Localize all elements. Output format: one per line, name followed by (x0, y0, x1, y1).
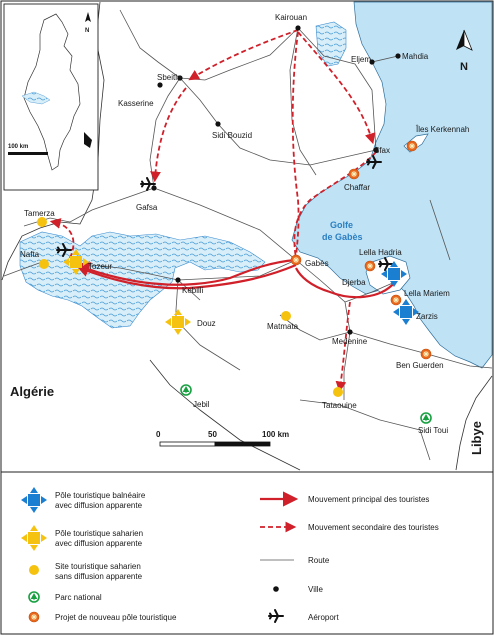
svg-text:Eljem: Eljem (351, 55, 371, 64)
svg-text:Tozeur: Tozeur (88, 262, 112, 271)
svg-text:Site touristique saharien: Site touristique saharien (55, 562, 141, 571)
sea-label-line2: de Gabès (322, 232, 363, 242)
svg-text:Tataouine: Tataouine (322, 401, 357, 410)
legend-secondary-flow: Mouvement secondaire des touristes (260, 521, 439, 533)
legend-saharan-pole: Pôle touristique saharien avec diffusion… (21, 525, 143, 551)
saharan-sites (37, 217, 343, 397)
legend-new-pole: Projet de nouveau pôle touristique (28, 611, 177, 623)
svg-text:Îles Kerkennah: Îles Kerkennah (415, 125, 469, 134)
svg-text:Medenine: Medenine (332, 337, 368, 346)
svg-text:Route: Route (308, 556, 330, 565)
svg-text:Sidi Toui: Sidi Toui (418, 426, 448, 435)
svg-text:Gabès: Gabès (305, 259, 329, 268)
svg-text:100 km: 100 km (262, 430, 289, 439)
svg-text:Sfax: Sfax (374, 146, 390, 155)
svg-text:Pôle touristique saharien: Pôle touristique saharien (55, 529, 143, 538)
inset-tunisia-outline (23, 13, 81, 171)
north-arrow-icon: N (456, 29, 473, 73)
svg-text:avec diffusion apparente: avec diffusion apparente (55, 501, 143, 510)
place-labels: Kairouan Mahdia Eljem Sbeitla Kasserine … (20, 13, 469, 435)
legend-city: Ville (273, 585, 324, 594)
svg-text:Chaffar: Chaffar (344, 183, 370, 192)
svg-text:Zarzis: Zarzis (416, 312, 438, 321)
city-dots (151, 25, 401, 335)
country-libya: Libye (469, 421, 484, 455)
inset-north-arrow-icon: N (85, 12, 91, 34)
svg-text:Mouvement secondaire des touri: Mouvement secondaire des touristes (308, 523, 439, 532)
legend-main-flow: Mouvement principal des touristes (260, 491, 429, 507)
svg-text:avec diffusion apparente: avec diffusion apparente (55, 539, 143, 548)
legend-national-park: Parc national (28, 591, 102, 603)
svg-text:Mahdia: Mahdia (402, 52, 429, 61)
svg-text:Projet de nouveau pôle tourist: Projet de nouveau pôle touristique (55, 613, 177, 622)
svg-text:Ville: Ville (308, 585, 324, 594)
svg-text:Kasserine: Kasserine (118, 99, 154, 108)
svg-text:Parc national: Parc national (55, 593, 102, 602)
svg-text:Kebilli: Kebilli (182, 286, 204, 295)
svg-text:Ben Guerden: Ben Guerden (396, 361, 444, 370)
south-border (149, 359, 301, 471)
mediterranean-sea (291, 1, 493, 369)
main-flows (74, 258, 396, 299)
svg-text:Jebil: Jebil (193, 400, 210, 409)
country-algeria: Algérie (10, 384, 54, 399)
svg-text:Tamerza: Tamerza (24, 209, 55, 218)
legend-saharan-site: Site touristique saharien sans diffusion… (29, 562, 143, 581)
svg-text:sans diffusion apparente: sans diffusion apparente (55, 572, 143, 581)
legend: Pôle touristique balnéaire avec diffusio… (21, 487, 439, 623)
svg-text:50: 50 (208, 430, 217, 439)
svg-text:Pôle touristique balnéaire: Pôle touristique balnéaire (55, 491, 146, 500)
svg-text:Kairouan: Kairouan (275, 13, 307, 22)
svg-text:Gafsa: Gafsa (136, 203, 158, 212)
legend-road: Route (260, 556, 330, 565)
svg-text:N: N (460, 61, 468, 73)
algeria-border (1, 1, 105, 281)
svg-text:Sbeitla: Sbeitla (157, 73, 182, 82)
svg-text:Sidi Bouzid: Sidi Bouzid (212, 131, 252, 140)
legend-airport: Aéroport (268, 609, 339, 623)
svg-text:N: N (85, 28, 89, 34)
svg-text:Matmata: Matmata (267, 322, 299, 331)
map-area: Kairouan Mahdia Eljem Sbeitla Kasserine … (1, 1, 493, 471)
libya-border (455, 375, 493, 471)
svg-text:Djerba: Djerba (342, 278, 366, 287)
inset-scale-label: 100 km (8, 144, 28, 150)
inset-map: N 100 km (3, 3, 99, 191)
svg-text:Mouvement principal des touris: Mouvement principal des touristes (308, 495, 429, 504)
secondary-flows (49, 29, 377, 393)
svg-text:0: 0 (156, 430, 161, 439)
sea-label-line1: Golfe (330, 220, 353, 230)
svg-text:Aéroport: Aéroport (308, 613, 339, 622)
legend-coastal-pole: Pôle touristique balnéaire avec diffusio… (21, 487, 146, 513)
scale-bar: 0 50 100 km (156, 430, 289, 447)
svg-text:Douz: Douz (197, 319, 216, 328)
svg-text:Lella Hadria: Lella Hadria (359, 248, 402, 257)
svg-text:Nafta: Nafta (20, 250, 40, 259)
svg-text:Lella Mariem: Lella Mariem (404, 289, 450, 298)
